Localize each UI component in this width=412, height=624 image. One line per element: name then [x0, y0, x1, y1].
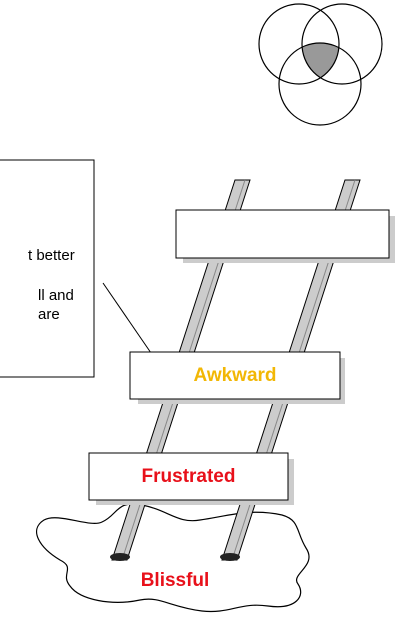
callout-text-line-1: t better: [28, 247, 75, 264]
rail-foot-left: [110, 553, 130, 561]
callout-text-line-2: ll and: [38, 287, 74, 304]
rung-awkward: [129, 351, 345, 404]
rung-top: [175, 209, 395, 263]
frustrated-label: Frustrated: [141, 466, 236, 487]
venn-circle-left: [258, 3, 340, 85]
callout-box: [0, 159, 95, 378]
awkward-label: Awkward: [193, 365, 277, 386]
blissful-label: Blissful: [140, 570, 210, 591]
venn-circle-right: [301, 3, 383, 85]
rung-frustrated: [88, 452, 294, 505]
rail-foot-right: [220, 553, 240, 561]
venn-circle-bottom: [278, 42, 362, 126]
venn-diagram-icon: [258, 3, 383, 126]
callout-text-line-3: are: [38, 306, 60, 323]
puddle-icon: [36, 503, 310, 613]
